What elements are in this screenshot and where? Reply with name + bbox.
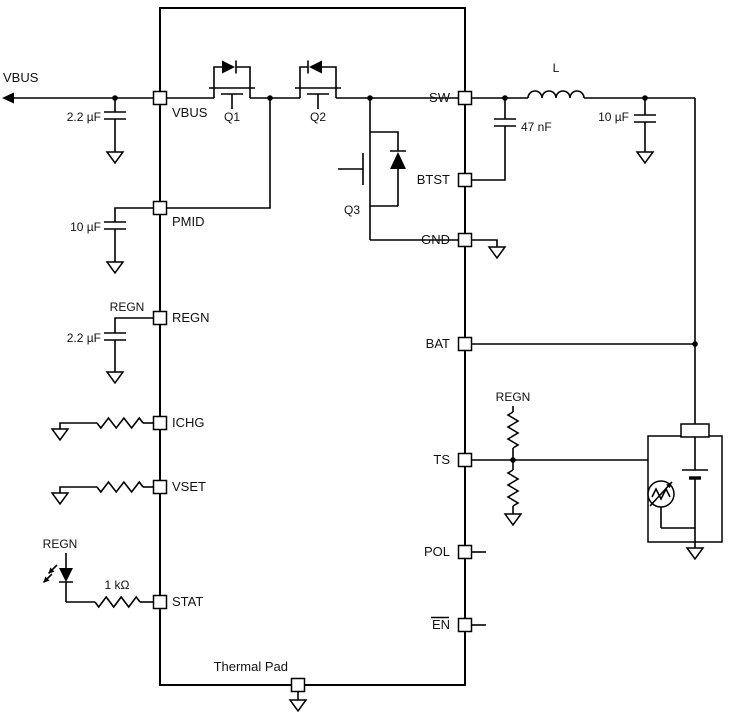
pin-label-gnd: GND xyxy=(421,232,450,247)
ts-net xyxy=(471,406,662,527)
input-arrow-icon xyxy=(2,92,14,104)
body-diode-icon xyxy=(222,60,235,74)
value-c-out: 10 µF xyxy=(598,110,629,124)
pin-label-en: EN xyxy=(432,617,450,632)
pin-label-regn: REGN xyxy=(172,310,210,325)
pin-label-bat: BAT xyxy=(426,336,450,351)
led-emission-arrow-icon xyxy=(47,564,58,575)
mosfet-q1 xyxy=(209,60,255,109)
ref-q1: Q1 xyxy=(224,110,240,124)
net-label-vbus-input: VBUS xyxy=(3,70,39,85)
value-r-stat: 1 kΩ xyxy=(105,578,130,592)
pmid-internal-wire xyxy=(166,98,271,209)
pin-square-pmid xyxy=(152,200,168,216)
mosfet-q3 xyxy=(338,98,459,241)
resistor-vset xyxy=(96,480,144,494)
pin-label-pol: POL xyxy=(424,544,450,559)
resistor-ichg xyxy=(96,416,144,430)
led-icon xyxy=(59,568,73,582)
ground-icon xyxy=(105,371,125,385)
pin-label-ts: TS xyxy=(433,452,450,467)
resistor-ts-lower xyxy=(506,469,520,507)
ground-icon xyxy=(105,261,125,275)
ic-outline xyxy=(159,7,466,686)
ref-q3: Q3 xyxy=(344,203,360,217)
value-c-pmid: 10 µF xyxy=(70,220,101,234)
pin-label-vset: VSET xyxy=(172,479,206,494)
capacitor-c-pmid xyxy=(104,207,154,262)
bat-net xyxy=(471,98,698,424)
battery-cell-icon xyxy=(682,437,708,471)
pmid-net xyxy=(104,207,154,275)
ground-icon xyxy=(503,513,523,527)
pin-label-thermal-pad: Thermal Pad xyxy=(214,659,288,674)
pin-square-gnd xyxy=(457,232,473,248)
junction-dot xyxy=(112,95,118,101)
resistor-ts-upper xyxy=(506,411,520,449)
vbus-input-net xyxy=(2,92,154,165)
net-label-regn-led: REGN xyxy=(43,537,78,551)
junction-dot xyxy=(510,457,516,463)
ground-icon xyxy=(50,492,70,506)
pin-square-ichg xyxy=(152,415,168,431)
ref-q2: Q2 xyxy=(310,110,326,124)
pin-label-stat: STAT xyxy=(172,594,203,609)
thermal-pad-net xyxy=(288,692,308,713)
led-emission-arrow-icon xyxy=(42,573,53,584)
junction-dot xyxy=(367,95,373,101)
btst-net xyxy=(471,98,516,181)
junction-dot xyxy=(692,341,698,347)
pin-square-en xyxy=(457,617,473,633)
pin-square-pol xyxy=(457,544,473,560)
body-diode-icon xyxy=(309,60,322,74)
inductor-l xyxy=(527,90,585,99)
sw-net xyxy=(471,90,695,101)
pin-label-sw: SW xyxy=(429,90,451,105)
pin-square-vbus xyxy=(152,90,168,106)
ichg-net xyxy=(50,416,154,442)
capacitor-c-vbus xyxy=(104,98,126,152)
internal-power-path xyxy=(166,60,459,241)
pin-square-bat xyxy=(457,336,473,352)
body-diode-icon xyxy=(390,152,406,169)
capacitor-c-out xyxy=(634,98,656,152)
pin-square-vset xyxy=(152,479,168,495)
value-c-vbus: 2.2 µF xyxy=(67,110,101,124)
pin-square-regn xyxy=(152,310,168,326)
pin-square-sw xyxy=(457,90,473,106)
pin-label-pmid: PMID xyxy=(172,214,205,229)
mosfet-q2 xyxy=(295,60,341,109)
junction-dot xyxy=(267,95,273,101)
pin-square-ts xyxy=(457,452,473,468)
regn-net xyxy=(104,317,154,385)
pin-square-btst xyxy=(457,172,473,188)
ground-icon xyxy=(288,699,308,713)
stat-net xyxy=(42,553,154,609)
ground-icon xyxy=(635,151,655,165)
ref-inductor: L xyxy=(553,61,560,75)
net-label-regn-pin: REGN xyxy=(110,300,145,314)
resistor-r-stat xyxy=(94,595,141,609)
ic-pins xyxy=(152,90,473,693)
capacitor-c-regn xyxy=(104,317,154,372)
net-label-regn-ts: REGN xyxy=(496,390,531,404)
output-cap-net xyxy=(634,98,656,165)
pin-label-ichg: ICHG xyxy=(172,415,205,430)
value-c-regn: 2.2 µF xyxy=(67,331,101,345)
pin-label-btst: BTST xyxy=(417,172,450,187)
gnd-pin-net xyxy=(471,239,507,260)
battery-connector xyxy=(680,423,710,438)
ground-icon xyxy=(105,151,125,165)
pin-square-thermal-pad xyxy=(290,677,306,693)
capacitor-c-btst xyxy=(471,98,516,181)
ground-icon xyxy=(685,547,705,561)
pin-square-stat xyxy=(152,594,168,610)
ground-icon xyxy=(50,428,70,442)
battery-pack xyxy=(647,423,723,561)
ground-icon xyxy=(487,246,507,260)
vset-net xyxy=(50,480,154,506)
pin-label-vbus: VBUS xyxy=(172,105,208,120)
value-c-btst: 47 nF xyxy=(521,120,552,134)
